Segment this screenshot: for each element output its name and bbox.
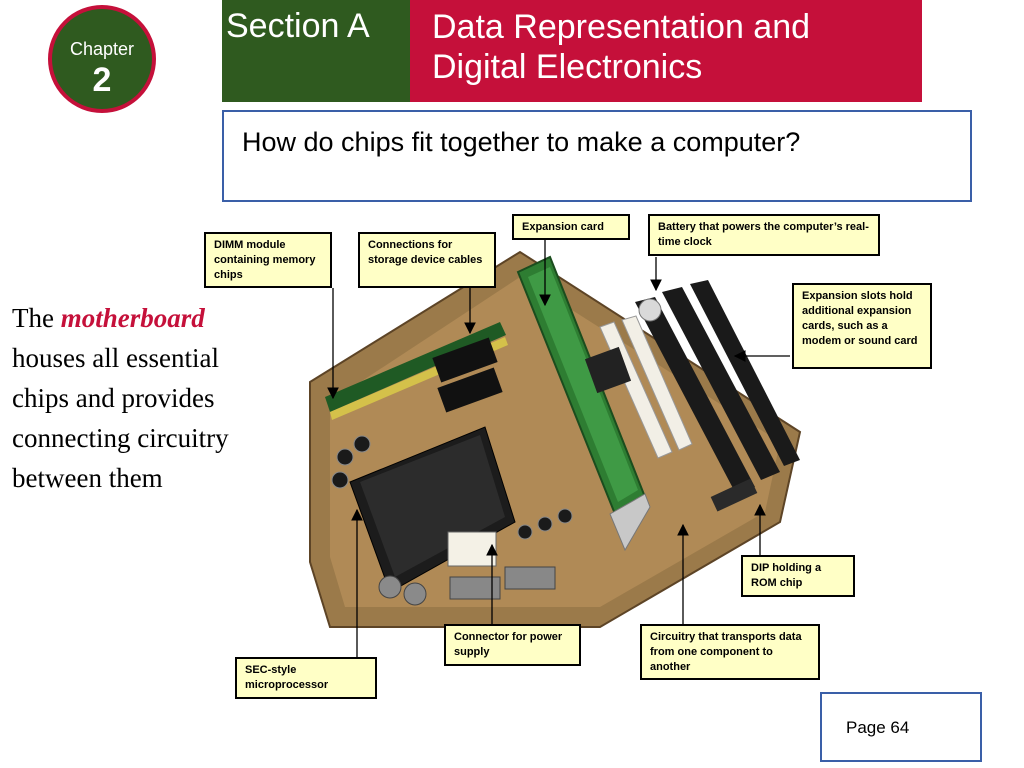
callout-expansion-slots: Expansion slots hold additional expansio… — [792, 283, 932, 369]
title-bar — [410, 0, 922, 102]
slide-title: Data Representation and Digital Electron… — [432, 8, 811, 86]
callout-connector: Connector for power supply — [444, 624, 581, 666]
callout-expansion-card: Expansion card — [512, 214, 630, 240]
callout-sec: SEC-style microprocessor — [235, 657, 377, 699]
callout-dip: DIP holding a ROM chip — [741, 555, 855, 597]
question-box: How do chips fit together to make a comp… — [222, 110, 972, 202]
motherboard-image — [309, 250, 802, 628]
callout-circuitry: Circuitry that transports data from one … — [640, 624, 820, 680]
callout-battery: Battery that powers the computer’s real-… — [648, 214, 880, 256]
chapter-badge: Chapter 2 — [48, 5, 156, 113]
page-number-box: Page 64 — [820, 692, 982, 762]
body-emphasis: motherboard — [60, 303, 205, 333]
page-number: Page 64 — [846, 718, 910, 737]
chapter-label: Chapter — [69, 39, 135, 59]
section-bar — [222, 0, 410, 102]
question-text: How do chips fit together to make a comp… — [242, 127, 801, 157]
body-prefix: The — [12, 303, 54, 333]
callout-connections: Connections for storage device cables — [358, 232, 496, 288]
body-paragraph: The motherboard houses all essential chi… — [12, 298, 282, 498]
section-label: Section A — [226, 7, 370, 45]
callout-dimm: DIMM module containing memory chips — [204, 232, 332, 288]
chapter-number: 2 — [92, 61, 112, 99]
body-suffix: houses all essential chips and provides … — [12, 343, 229, 493]
